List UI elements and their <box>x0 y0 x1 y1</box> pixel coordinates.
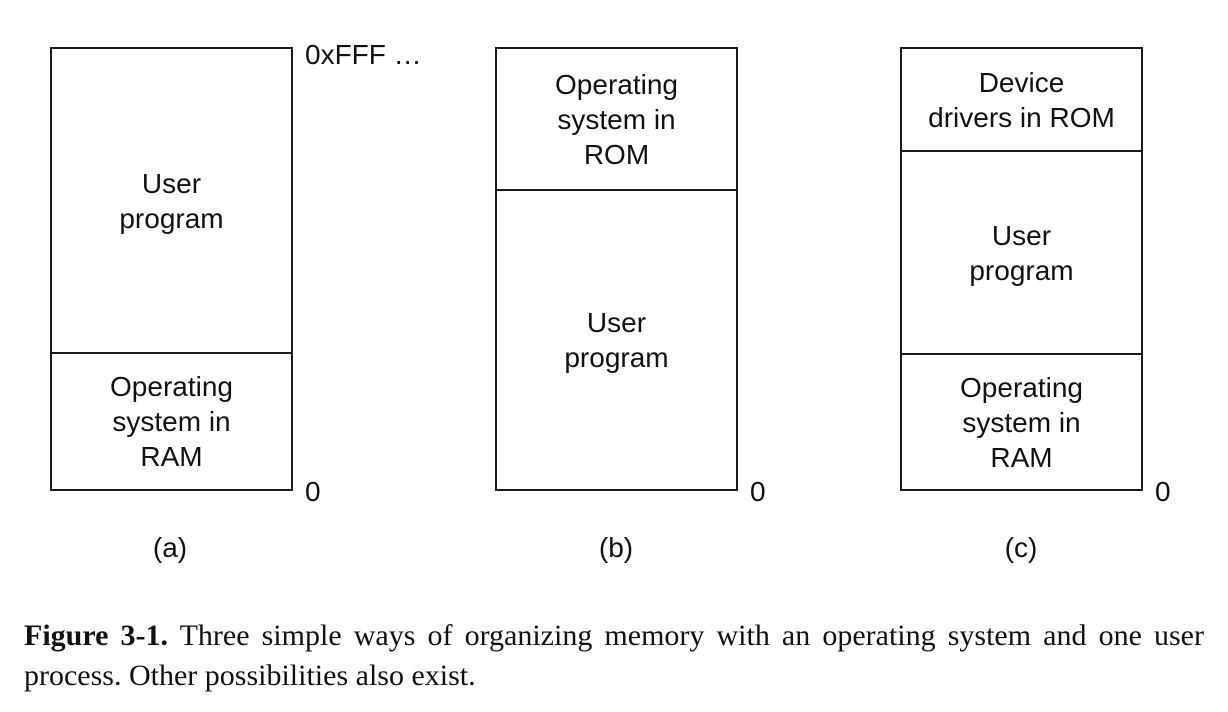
memory-box-a: User program Operating system in RAM <box>50 47 293 491</box>
figure-caption-label: Figure 3-1. <box>24 619 169 652</box>
region-c-os-ram: Operating system in RAM <box>902 353 1141 489</box>
region-b-os-rom: Operating system in ROM <box>555 68 678 170</box>
address-label-c-bottom: 0 <box>1155 476 1171 507</box>
diagram-label-a: (a) <box>152 532 188 563</box>
region-c-device-drivers-rom: Device drivers in ROM <box>928 66 1115 133</box>
address-label-a-bottom: 0 <box>305 476 321 507</box>
region-a-user-program: User program <box>119 167 224 234</box>
figure-caption: Figure 3-1. Three simple ways of organiz… <box>24 616 1204 696</box>
diagram-label-c: (c) <box>1004 532 1038 563</box>
address-label-b-bottom: 0 <box>750 476 766 507</box>
memory-box-c: Device drivers in ROM User program Opera… <box>900 47 1143 491</box>
region-a-os-ram: Operating system in RAM <box>52 352 291 489</box>
memory-layout-diagram: User program Operating system in RAM 0xF… <box>50 39 1171 563</box>
region-c-user-program: User program <box>902 150 1141 353</box>
diagram-label-b: (b) <box>598 532 634 563</box>
region-b-user-program: User program <box>497 189 736 489</box>
address-label-a-top: 0xFFF … <box>305 39 422 70</box>
memory-box-b: Operating system in ROM User program <box>495 47 738 491</box>
figure-caption-text: Three simple ways of organizing memory w… <box>24 619 1204 692</box>
